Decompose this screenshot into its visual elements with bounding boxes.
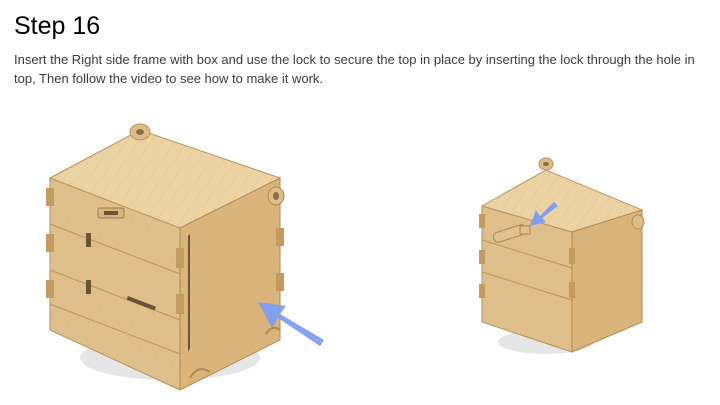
instruction-text: Insert the Right side frame with box and… bbox=[14, 52, 695, 86]
lock-piece bbox=[492, 224, 531, 243]
insert-arrow-icon bbox=[258, 302, 324, 346]
lock-insert-illustration bbox=[479, 157, 645, 354]
lock-arrow-icon bbox=[530, 202, 558, 226]
box-assembly-illustration bbox=[46, 123, 324, 391]
slide-title: Step 16 bbox=[14, 12, 101, 40]
